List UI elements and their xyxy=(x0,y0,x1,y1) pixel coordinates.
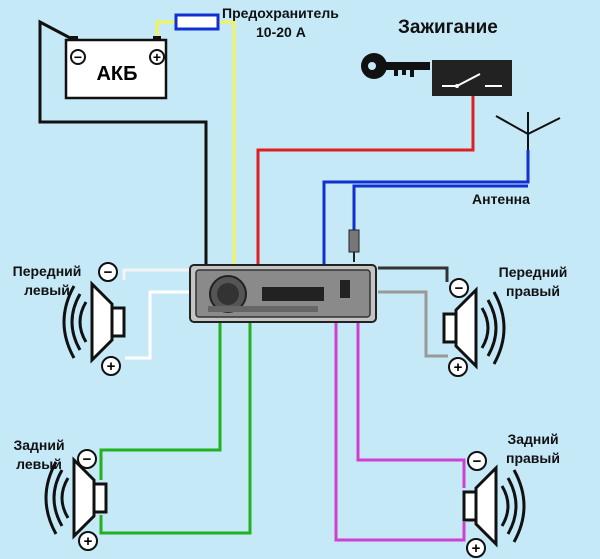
battery: − + АКБ xyxy=(64,36,168,100)
rear-right-minus-sign: − xyxy=(473,453,482,470)
rear-left-minus-sign: − xyxy=(83,451,92,468)
ignition-switch xyxy=(432,60,512,96)
front-left-label: Передний левый xyxy=(4,262,90,300)
rear-right-speaker-icon xyxy=(462,466,526,546)
fuse-to-radio-wire xyxy=(216,20,236,268)
fuse xyxy=(174,13,220,31)
rear-right-minus-wire xyxy=(356,322,466,488)
antenna-icon xyxy=(495,112,561,150)
front-right-minus-wire xyxy=(378,266,449,282)
head-unit xyxy=(189,264,377,323)
front-left-minus-sign: − xyxy=(104,264,113,281)
front-left-minus-wire xyxy=(122,268,190,280)
rear-right-plus-wire xyxy=(334,322,466,542)
battery-minus: − xyxy=(74,49,82,65)
front-right-plus-wire xyxy=(378,290,448,358)
front-right-label-line1: Передний xyxy=(498,264,568,280)
front-left-plus-sign: + xyxy=(107,358,116,375)
rear-right-label-line2: правый xyxy=(506,450,560,466)
fuse-label-line1: Предохранитель xyxy=(222,5,339,21)
rear-right-label-line1: Задний xyxy=(507,431,559,447)
rear-right-label: Задний правый xyxy=(498,430,568,468)
antenna-label: Антенна xyxy=(472,191,530,207)
battery-label: АКБ xyxy=(96,63,137,85)
rear-left-label: Задний левый xyxy=(6,436,72,474)
ground-wire xyxy=(38,19,208,268)
front-left-plus-wire xyxy=(125,290,190,360)
front-right-minus-sign: − xyxy=(455,280,464,297)
fuse-label-line2: 10-20 А xyxy=(256,24,306,40)
front-left-label-line1: Передний xyxy=(12,263,82,279)
rear-left-plus-sign: + xyxy=(84,533,93,550)
antenna-wire-inner xyxy=(352,184,528,230)
ignition-label: Зажигание xyxy=(398,17,498,38)
rear-right-plus-sign: + xyxy=(472,540,481,557)
battery-plus: + xyxy=(153,49,161,65)
rear-left-label-line2: левый xyxy=(16,456,62,472)
fuse-label: Предохранитель 10-20 А xyxy=(222,4,339,42)
rear-left-label-line1: Задний xyxy=(13,437,65,453)
battery-to-fuse-wire xyxy=(155,20,178,40)
antenna-wire xyxy=(322,150,530,268)
front-right-label-line2: правый xyxy=(506,283,560,299)
front-left-label-line2: левый xyxy=(24,282,70,298)
front-right-speaker-icon xyxy=(442,288,506,368)
ignition-wire xyxy=(256,96,475,268)
antenna-plug xyxy=(348,229,360,262)
front-right-label: Передний правый xyxy=(486,263,580,301)
rear-left-minus-wire xyxy=(99,322,222,480)
ignition-key-icon xyxy=(361,53,430,79)
front-right-plus-sign: + xyxy=(454,359,463,376)
rear-left-plus-wire xyxy=(99,322,252,535)
